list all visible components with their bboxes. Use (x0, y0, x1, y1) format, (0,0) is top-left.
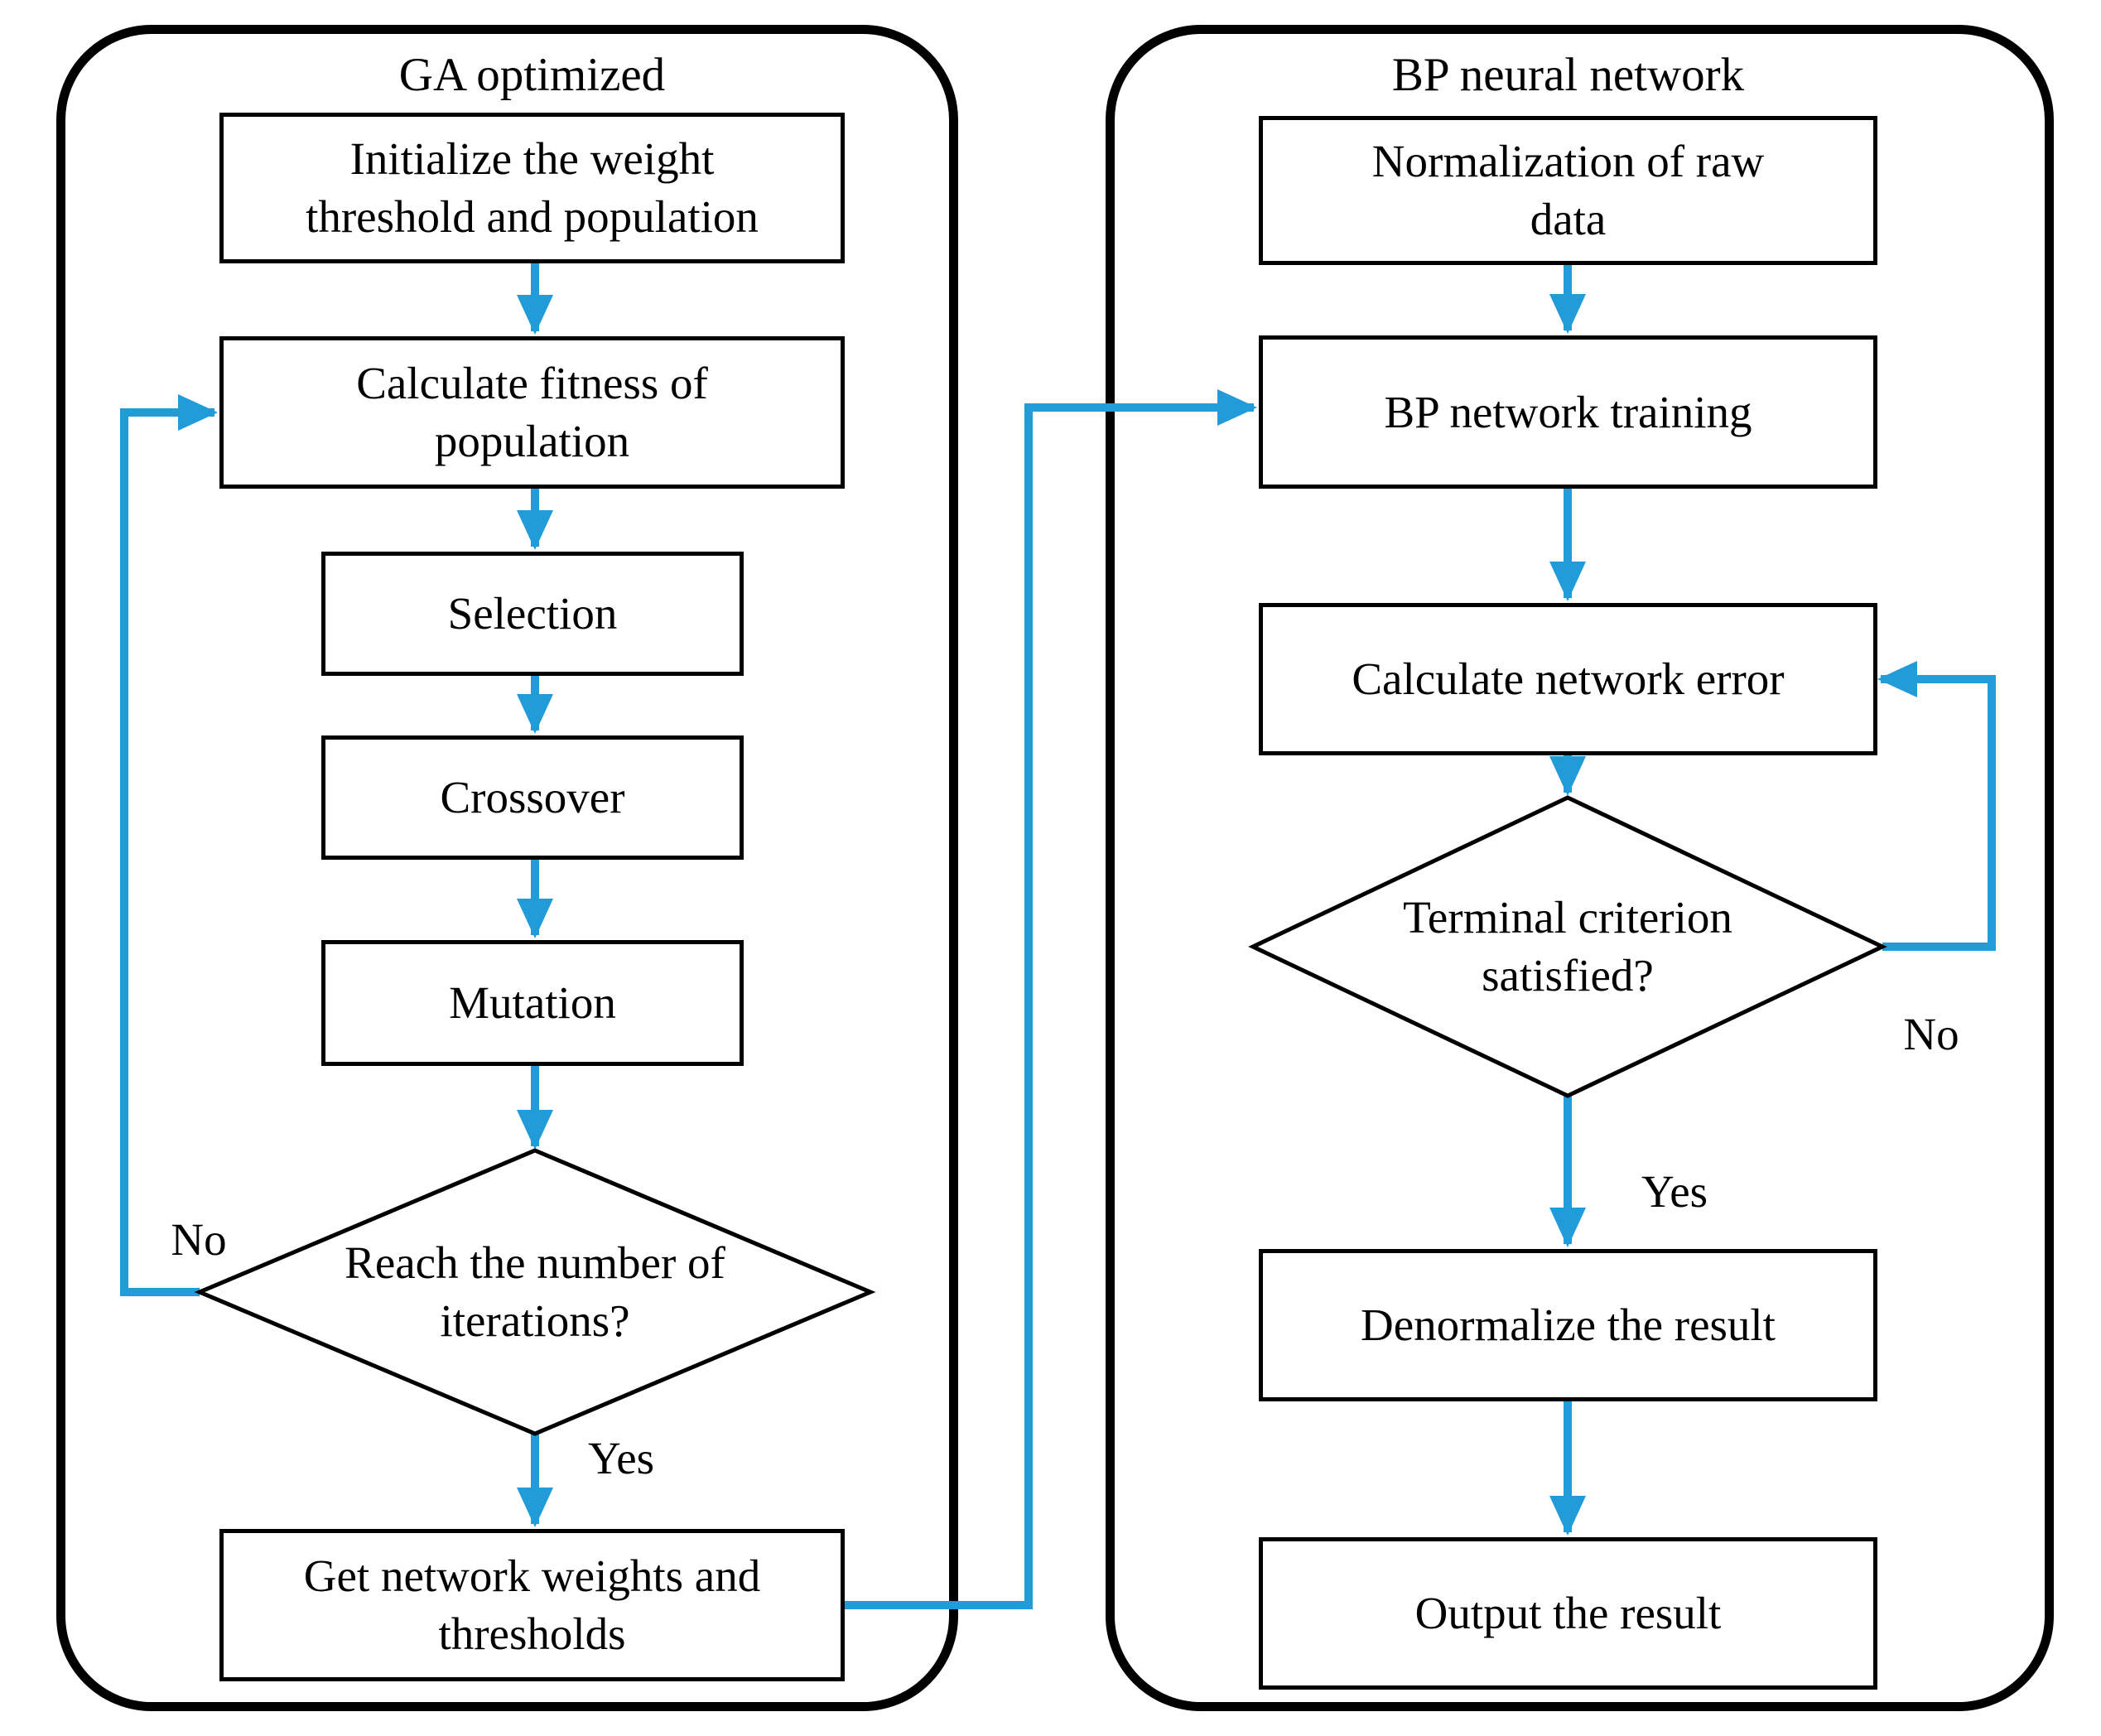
node-bp-network-training: BP network training (1259, 335, 1877, 489)
ga-no-label: No (171, 1214, 227, 1265)
node-normalization-raw-data: Normalization of raw data (1259, 116, 1877, 265)
ga-panel-title: GA optimized (398, 49, 666, 101)
arrow-get-weights-to-bp-training (845, 389, 1257, 1609)
node-initialize-weight-threshold: Initialize the weight threshold and popu… (219, 113, 845, 263)
decision-terminal-shape (1248, 795, 1887, 1098)
node-crossover: Crossover (321, 735, 744, 860)
node-get-network-weights: Get network weights and thresholds (219, 1529, 845, 1681)
decision-terminal-label: Terminal criterion satisfied? (1403, 892, 1732, 1001)
arrow-iterations-no-loop-to-fitness (120, 394, 218, 1296)
node-calculate-fitness: Calculate fitness of population (219, 336, 845, 489)
node-selection: Selection (321, 552, 744, 676)
node-calculate-network-error: Calculate network error (1259, 603, 1877, 755)
decision-iterations-shape (194, 1148, 876, 1436)
decision-iterations-label: Reach the number of iterations? (345, 1237, 725, 1346)
ga-yes-label: Yes (587, 1433, 655, 1483)
bp-no-label: No (1903, 1009, 1959, 1059)
bp-panel-title: BP neural network (1391, 49, 1745, 101)
bp-yes-label: Yes (1641, 1166, 1708, 1217)
bp-panel (1106, 25, 2054, 1711)
arrow-terminal-no-loop-to-error (1877, 661, 1996, 951)
node-denormalize-result: Denormalize the result (1259, 1249, 1877, 1401)
node-mutation: Mutation (321, 940, 744, 1066)
node-output-result: Output the result (1259, 1537, 1877, 1690)
ga-panel (56, 25, 958, 1711)
